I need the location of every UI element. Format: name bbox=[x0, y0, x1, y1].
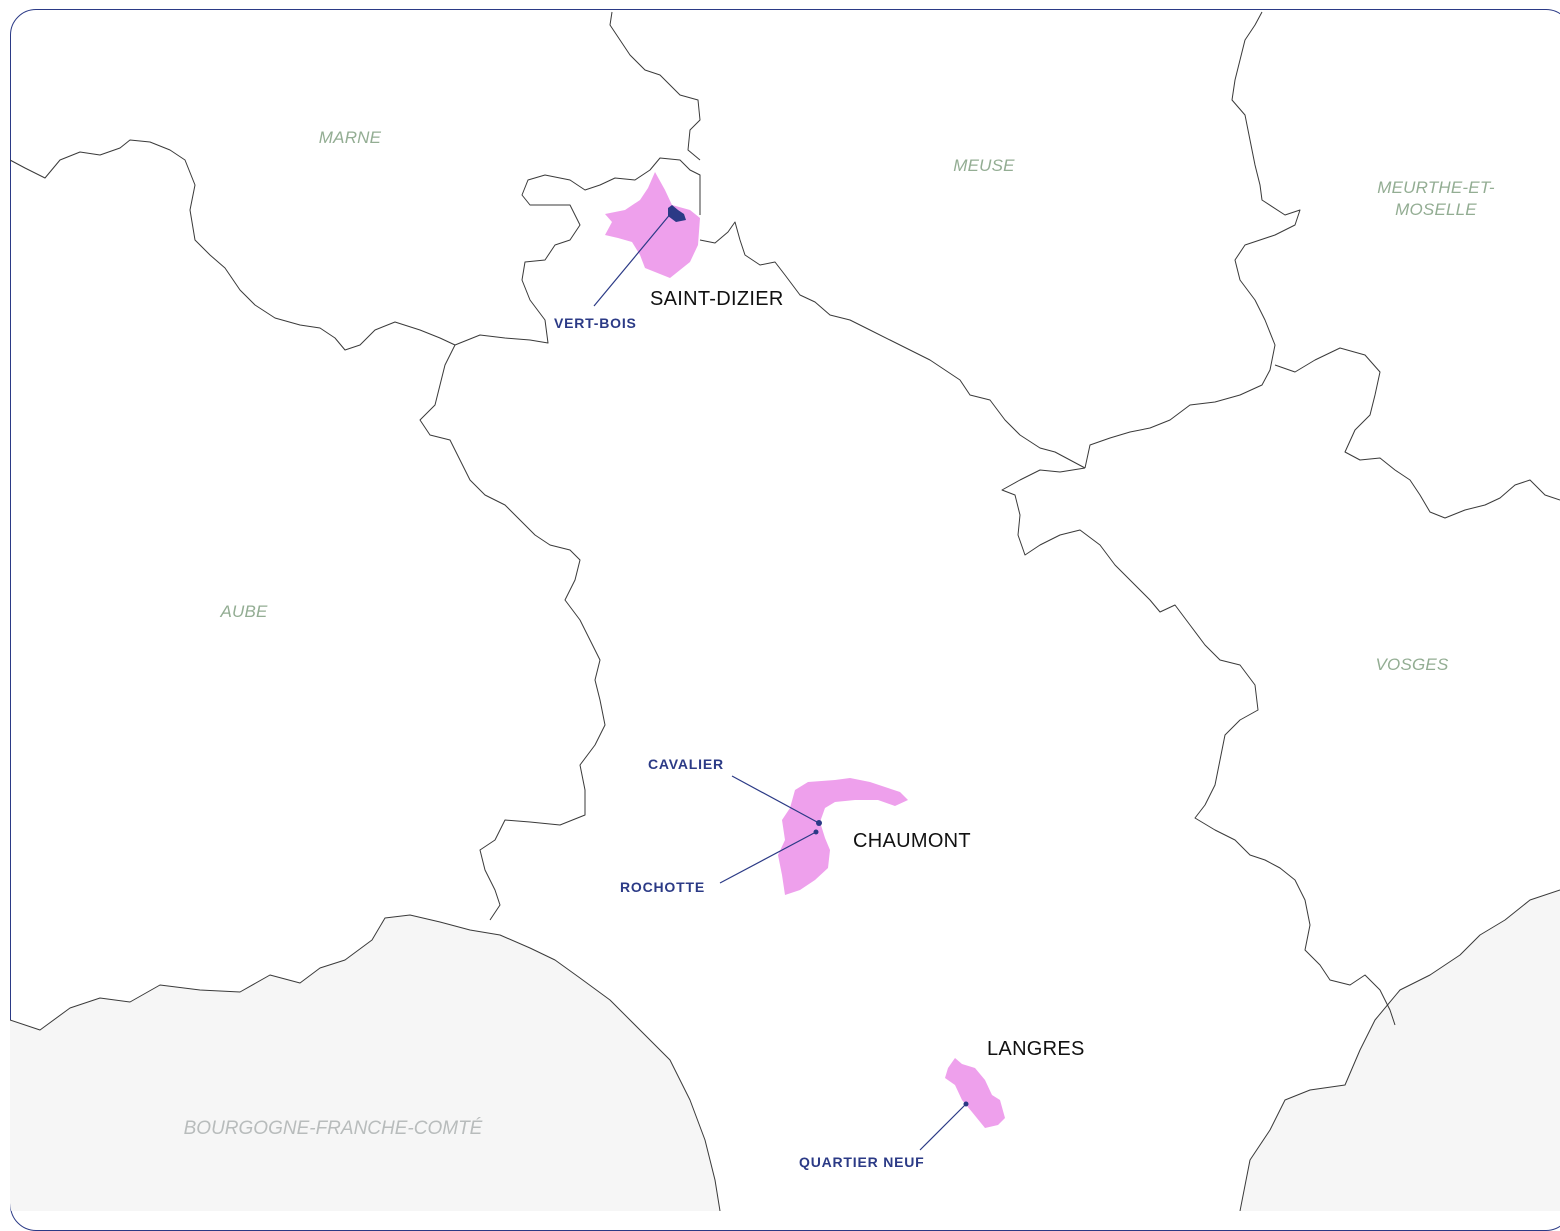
district-label-vert-bois: VERT-BOIS bbox=[554, 315, 637, 331]
city-label-langres: LANGRES bbox=[987, 1038, 1085, 1060]
commune-langres bbox=[945, 1058, 1005, 1128]
district-label-quartier-neuf: QUARTIER NEUF bbox=[799, 1154, 925, 1170]
city-label-chaumont: CHAUMONT bbox=[853, 830, 971, 852]
department-label-meuse: MEUSE bbox=[953, 156, 1015, 175]
region-southeast-area bbox=[1240, 890, 1560, 1211]
department-label-vosges: VOSGES bbox=[1375, 655, 1448, 674]
department-label-meurthe-line2: MOSELLE bbox=[1395, 200, 1477, 219]
district-cavalier-marker bbox=[816, 820, 822, 826]
region-bourgogne-area bbox=[10, 915, 720, 1211]
district-label-cavalier: CAVALIER bbox=[648, 756, 724, 772]
border-bourgogne-north bbox=[10, 914, 721, 1211]
district-vert-bois-area bbox=[668, 205, 686, 222]
border-haute-marne-vosges bbox=[1001, 467, 1396, 1026]
city-label-saint-dizier: SAINT-DIZIER bbox=[650, 288, 784, 310]
border-marne-meuse-north bbox=[609, 11, 701, 161]
commune-saint-dizier bbox=[605, 172, 700, 278]
border-meurthe-vosges bbox=[1274, 347, 1560, 519]
border-meuse-meurthe bbox=[1084, 11, 1301, 469]
border-meuse-haute-marne bbox=[699, 221, 1086, 469]
department-label-meurthe-line1: MEURTHE-ET- bbox=[1377, 178, 1495, 197]
leader-line-vert-bois bbox=[593, 211, 673, 307]
leader-line-cavalier bbox=[731, 775, 818, 823]
border-aube-haute-marne bbox=[419, 344, 606, 921]
district-label-rochotte: ROCHOTTE bbox=[620, 879, 705, 895]
commune-chaumont bbox=[778, 778, 908, 895]
border-southeast bbox=[1239, 889, 1560, 1211]
department-label-aube: AUBE bbox=[219, 602, 268, 621]
department-label-marne: MARNE bbox=[319, 128, 382, 147]
region-label-bourgogne: BOURGOGNE-FRANCHE-COMTÉ bbox=[184, 1118, 483, 1139]
border-marne-haute-marne bbox=[10, 139, 701, 351]
leader-line-rochotte bbox=[719, 831, 817, 884]
leader-line-quartier-neuf bbox=[919, 1103, 967, 1151]
